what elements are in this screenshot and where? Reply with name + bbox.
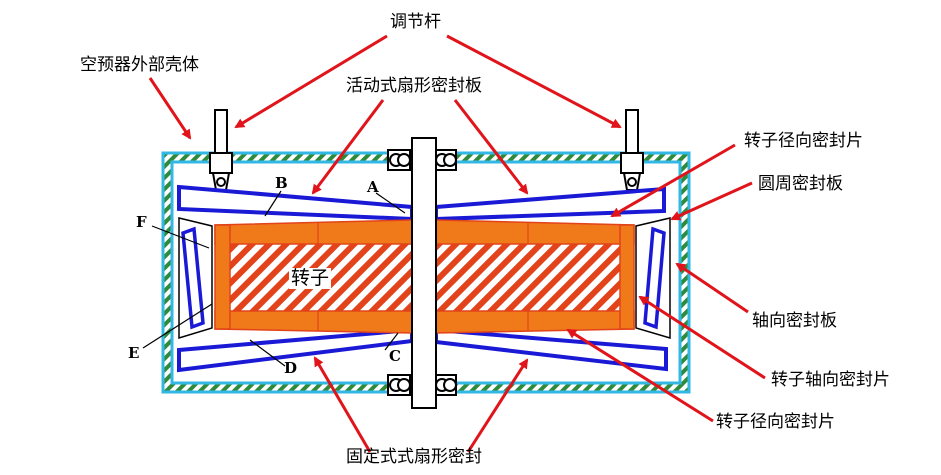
letter-d: D <box>284 359 298 377</box>
label-adjust-rod: 调节杆 <box>390 12 441 32</box>
letter-e: E <box>128 344 140 362</box>
letter-f: F <box>136 213 147 231</box>
rotor-left <box>214 219 413 334</box>
shaft-bearings <box>387 149 457 396</box>
adjust-rod-right <box>620 109 644 191</box>
label-rotor-radial-seal-top: 转子径向密封片 <box>744 131 863 151</box>
label-axial-seal-plate: 轴向密封板 <box>752 311 837 331</box>
leader-lines <box>142 190 406 367</box>
letter-a: A <box>367 178 379 196</box>
label-circumferential-seal: 圆周密封板 <box>758 174 843 194</box>
side-seal-right <box>635 217 671 340</box>
rotor-right <box>435 219 635 334</box>
adjust-rod-left <box>209 109 233 191</box>
side-seal-left <box>178 217 213 340</box>
shaft <box>411 137 437 409</box>
label-housing: 空预器外部壳体 <box>80 55 199 75</box>
fixed-sector-plate-right <box>434 327 668 372</box>
label-movable-sector: 活动式扇形密封板 <box>346 76 482 96</box>
label-fixed-sector: 固定式式扇形密封 <box>346 447 482 467</box>
label-rotor: 转子 <box>289 267 332 289</box>
label-rotor-axial-seal: 转子轴向密封片 <box>771 370 890 390</box>
callout-arrows <box>148 34 766 453</box>
letter-c: C <box>389 347 401 365</box>
label-rotor-radial-seal-bottom: 转子径向密封片 <box>716 412 835 432</box>
letter-b: B <box>275 174 288 192</box>
